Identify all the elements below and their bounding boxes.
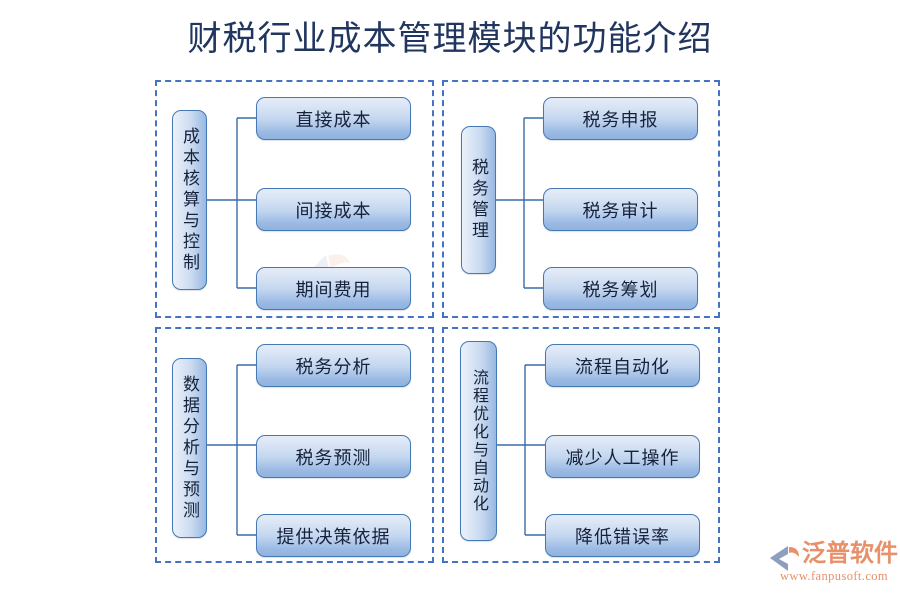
leaf-node-tax-filing[interactable]: 税务申报 xyxy=(543,97,698,140)
panel-data-analysis-forecast xyxy=(155,327,434,563)
leaf-node-direct-cost[interactable]: 直接成本 xyxy=(256,97,411,140)
leaf-node-indirect-cost[interactable]: 间接成本 xyxy=(256,188,411,231)
leaf-node-period-expense[interactable]: 期间费用 xyxy=(256,267,411,310)
panel-process-optimization-automation xyxy=(442,327,720,563)
logo-mark-icon xyxy=(770,546,799,571)
root-node-tax-management[interactable]: 税务管理 xyxy=(461,126,496,274)
panel-cost-accounting-control xyxy=(155,80,434,318)
brand-logo: 泛普软件 www.fanpusoft.com xyxy=(768,540,898,588)
logo-url: www.fanpusoft.com xyxy=(780,569,889,583)
logo-name: 泛普软件 xyxy=(802,540,898,567)
panel-tax-management xyxy=(442,80,720,318)
root-node-process-optimization-automation[interactable]: 流程优化与自动化 xyxy=(460,341,497,541)
leaf-node-process-automation[interactable]: 流程自动化 xyxy=(545,344,700,387)
leaf-node-tax-forecast[interactable]: 税务预测 xyxy=(256,435,411,478)
leaf-node-tax-planning[interactable]: 税务筹划 xyxy=(543,267,698,310)
leaf-node-decision-support[interactable]: 提供决策依据 xyxy=(256,514,411,557)
leaf-node-tax-audit[interactable]: 税务审计 xyxy=(543,188,698,231)
root-node-cost-accounting-control[interactable]: 成本核算与控制 xyxy=(172,110,207,290)
leaf-node-reduce-error-rate[interactable]: 降低错误率 xyxy=(545,514,700,557)
leaf-node-tax-analysis[interactable]: 税务分析 xyxy=(256,344,411,387)
leaf-node-reduce-manual-work[interactable]: 减少人工操作 xyxy=(545,435,700,478)
page-title: 财税行业成本管理模块的功能介绍 xyxy=(187,21,713,58)
root-node-data-analysis-forecast[interactable]: 数据分析与预测 xyxy=(172,358,207,538)
